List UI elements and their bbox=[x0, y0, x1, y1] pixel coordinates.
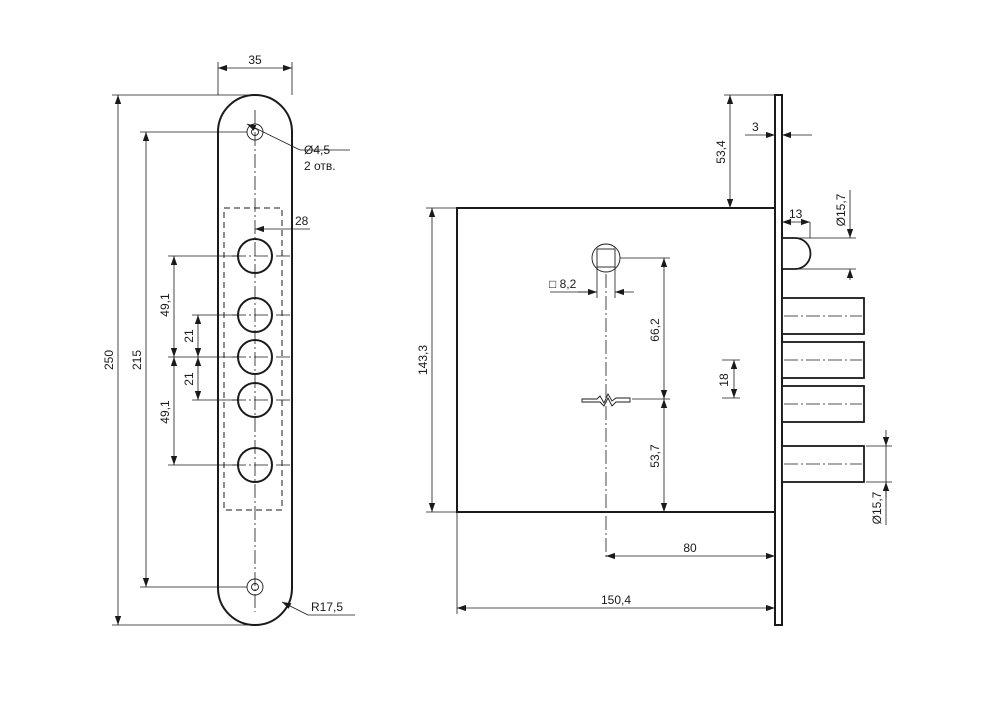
svg-text:Ø15,7: Ø15,7 bbox=[870, 491, 884, 524]
svg-text:143,3: 143,3 bbox=[416, 345, 430, 375]
dim-body-height: 143,3 bbox=[416, 207, 457, 513]
dim-radius: R17,5 bbox=[281, 600, 355, 616]
dim-overall-height: 250 bbox=[102, 94, 255, 626]
dim-hole-spacing: 215 bbox=[130, 131, 247, 588]
dim-spacing-upper: 49,1 bbox=[158, 255, 238, 358]
dim-spindle-square: □ 8,2 bbox=[549, 267, 634, 298]
svg-text:3: 3 bbox=[752, 120, 759, 134]
svg-text:R17,5: R17,5 bbox=[311, 600, 343, 614]
svg-text:49,1: 49,1 bbox=[158, 400, 172, 424]
svg-text:35: 35 bbox=[248, 53, 262, 67]
svg-text:Ø15,7: Ø15,7 bbox=[834, 193, 848, 226]
dim-spindle-to-key: 66,2 bbox=[620, 257, 670, 400]
dim-backset: 80 bbox=[606, 541, 775, 560]
dim-top-offset: 53,4 bbox=[714, 94, 775, 208]
dim-bolt-pitch: 18 bbox=[717, 359, 740, 399]
svg-text:28: 28 bbox=[295, 214, 309, 228]
svg-text:Ø4,5: Ø4,5 bbox=[304, 143, 330, 157]
front-plate bbox=[774, 94, 783, 626]
dim-spacing-mid-upper: 21 bbox=[182, 314, 238, 401]
dim-latch-offset: 13 bbox=[781, 207, 811, 238]
svg-text:21: 21 bbox=[182, 329, 196, 343]
svg-text:21: 21 bbox=[182, 372, 196, 386]
key-hole bbox=[581, 393, 631, 407]
dim-cutout-width: 28 bbox=[255, 214, 310, 233]
spindle-hub bbox=[591, 243, 621, 273]
svg-text:13: 13 bbox=[789, 207, 803, 221]
lock-body-view: 3 53,4 13 Ø15,7 bbox=[416, 94, 892, 626]
svg-text:80: 80 bbox=[683, 541, 697, 555]
svg-text:66,2: 66,2 bbox=[648, 318, 662, 342]
dim-spacing-mid-lower: 21 bbox=[182, 357, 202, 400]
svg-text:250: 250 bbox=[102, 350, 116, 370]
svg-text:53,7: 53,7 bbox=[648, 444, 662, 468]
dim-latch-diameter: Ø15,7 bbox=[798, 190, 856, 280]
svg-text:53,4: 53,4 bbox=[714, 140, 728, 164]
faceplate-view: 35 Ø4,5 2 отв. 28 250 215 bbox=[102, 53, 355, 626]
svg-text:150,4: 150,4 bbox=[601, 593, 631, 607]
dim-body-length: 150,4 bbox=[456, 512, 775, 614]
dim-bolt-diameter: Ø15,7 bbox=[866, 430, 892, 525]
svg-text:□ 8,2: □ 8,2 bbox=[549, 277, 577, 291]
latch-bolt bbox=[781, 237, 812, 270]
lock-case bbox=[456, 207, 776, 513]
svg-text:49,1: 49,1 bbox=[158, 293, 172, 317]
svg-text:215: 215 bbox=[130, 350, 144, 370]
dim-hole-diameter: Ø4,5 2 отв. bbox=[246, 123, 350, 173]
svg-text:18: 18 bbox=[717, 373, 731, 387]
dim-key-to-bottom: 53,7 bbox=[648, 399, 668, 512]
svg-text:2 отв.: 2 отв. bbox=[304, 159, 336, 173]
dim-plate-width: 35 bbox=[217, 53, 293, 95]
dim-spacing-lower: 49,1 bbox=[158, 357, 238, 466]
dead-bolts bbox=[781, 297, 865, 483]
dim-plate-thickness: 3 bbox=[745, 95, 812, 139]
